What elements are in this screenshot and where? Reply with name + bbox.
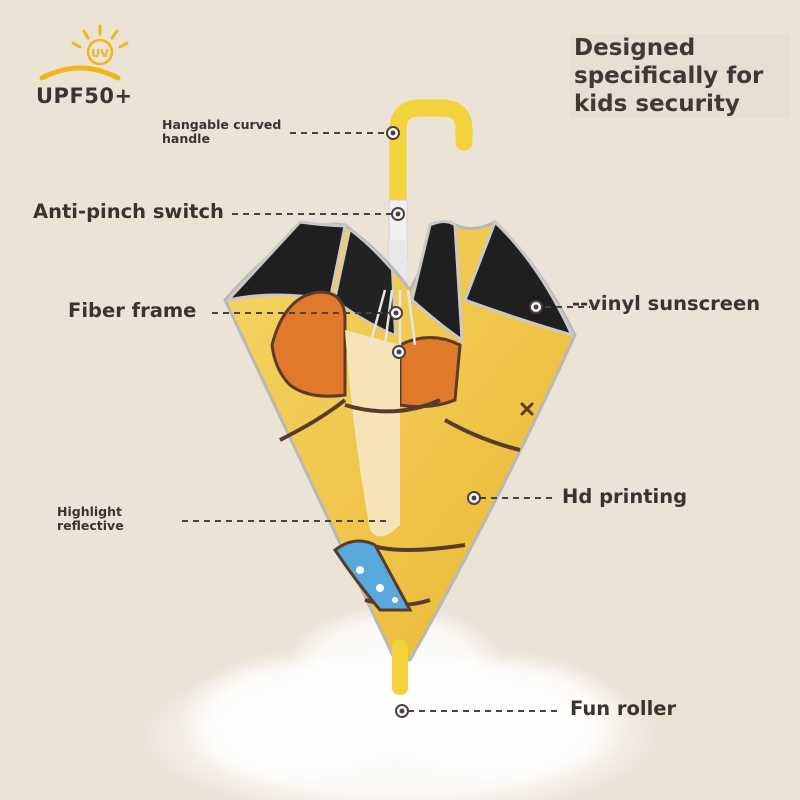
headline-line: kids security — [574, 91, 740, 117]
label-anti-pinch: Anti-pinch switch — [33, 200, 224, 223]
headline-line: Designed — [574, 35, 696, 61]
upf-badge-text: UPF50+ — [36, 84, 133, 108]
label-hd-printing: Hd printing — [562, 485, 688, 508]
label-handle-line: Hangable curved — [162, 117, 282, 132]
headline-line: specifically for — [574, 63, 764, 89]
label-highlight-line: reflective — [57, 518, 124, 533]
label-fiber-frame: Fiber frame — [68, 299, 197, 322]
label-handle: Hangable curved handle — [162, 118, 281, 146]
umbrella-canopy — [223, 219, 577, 695]
callout-lines — [182, 132, 590, 712]
label-fun-roller: Fun roller — [570, 697, 677, 720]
headline: Designed specifically for kids security — [570, 34, 790, 118]
label-highlight-line: Highlight — [57, 504, 122, 519]
label-highlight-reflective: Highlight reflective — [57, 505, 124, 533]
uv-sun-icon: UV — [39, 24, 129, 81]
label-handle-line: handle — [162, 131, 210, 146]
umbrella-handle — [388, 99, 473, 280]
uv-logo-text: UV — [91, 47, 109, 60]
callout-dots — [386, 126, 543, 718]
label-vinyl-sunscreen: --vinyl sunscreen — [572, 292, 761, 315]
